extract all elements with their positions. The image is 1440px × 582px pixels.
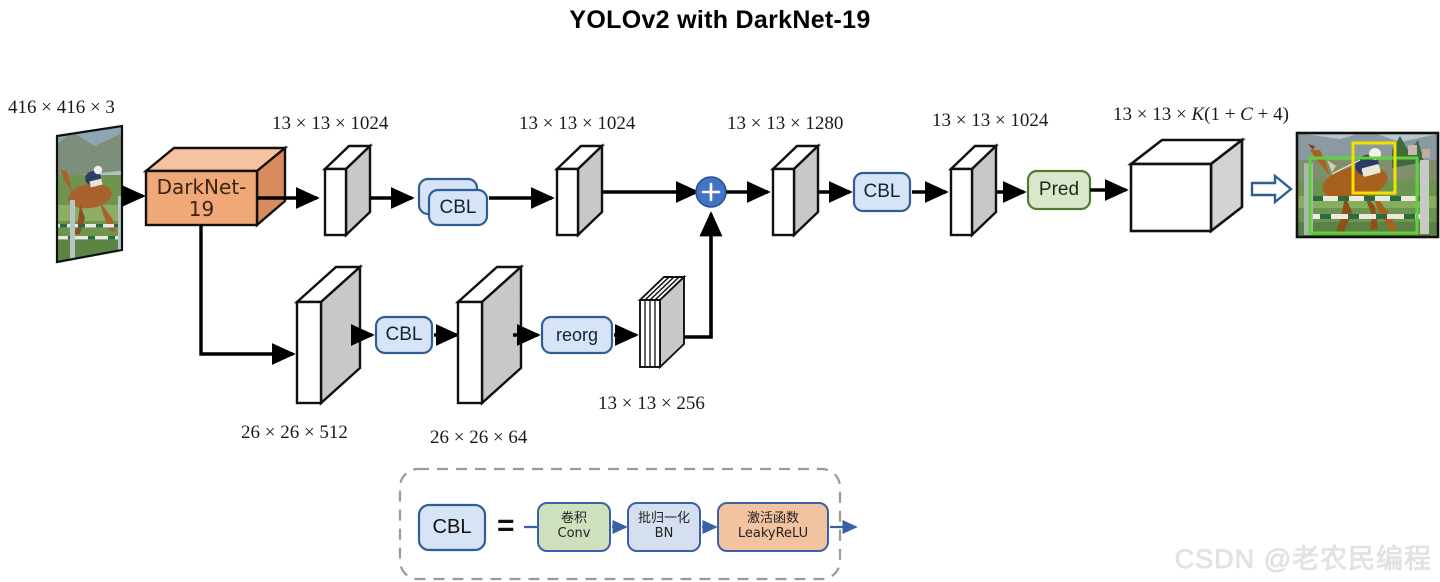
slab-backbone-out — [322, 143, 373, 238]
legend-cbl-box — [417, 503, 487, 552]
reorg-block[interactable] — [540, 315, 614, 355]
legend-equals: = — [497, 509, 515, 542]
watermark: CSDN @老农民编程 — [1174, 544, 1432, 575]
label-reorg-out: 13 × 13 × 256 — [598, 393, 705, 414]
cbl2-block[interactable] — [852, 171, 912, 213]
page-title: YOLOv2 with DarkNet-19 — [569, 6, 871, 34]
label-cbl1-out: 13 × 13 × 1024 — [519, 113, 636, 134]
legend-bn-box — [627, 502, 701, 552]
concat-node[interactable] — [695, 176, 727, 208]
label-final-out: 13 × 13 × K(1 + C + 4) — [1113, 104, 1289, 125]
slab-branch-64 — [454, 264, 525, 406]
cbl1-block[interactable] — [417, 177, 489, 227]
label-concat-out: 13 × 13 × 1280 — [727, 113, 844, 134]
backbone-box[interactable] — [142, 145, 289, 228]
label-branch-512: 26 × 26 × 512 — [241, 422, 348, 443]
label-input-dim: 416 × 416 × 3 — [8, 97, 115, 118]
slab-branch-512 — [293, 264, 364, 406]
blue-block-arrow — [1250, 173, 1293, 205]
legend-act-box — [717, 502, 829, 552]
slab-concat-out — [770, 143, 821, 238]
label-backbone-out: 13 × 13 × 1024 — [272, 113, 389, 134]
cbl-branch-block[interactable] — [374, 315, 434, 355]
output-image — [1295, 131, 1440, 239]
arrow-backbone-branch — [199, 225, 296, 365]
input-image — [55, 124, 124, 264]
slab-reorg-out — [637, 274, 687, 370]
pred-block[interactable] — [1026, 169, 1092, 211]
output-tensor-cuboid — [1127, 137, 1246, 234]
slab-cbl1-out — [554, 143, 605, 238]
slab-cbl2-out — [948, 143, 999, 238]
label-branch-64: 26 × 26 × 64 — [430, 427, 528, 448]
legend-conv-box — [537, 502, 611, 552]
label-cbl2-out: 13 × 13 × 1024 — [932, 110, 1049, 131]
